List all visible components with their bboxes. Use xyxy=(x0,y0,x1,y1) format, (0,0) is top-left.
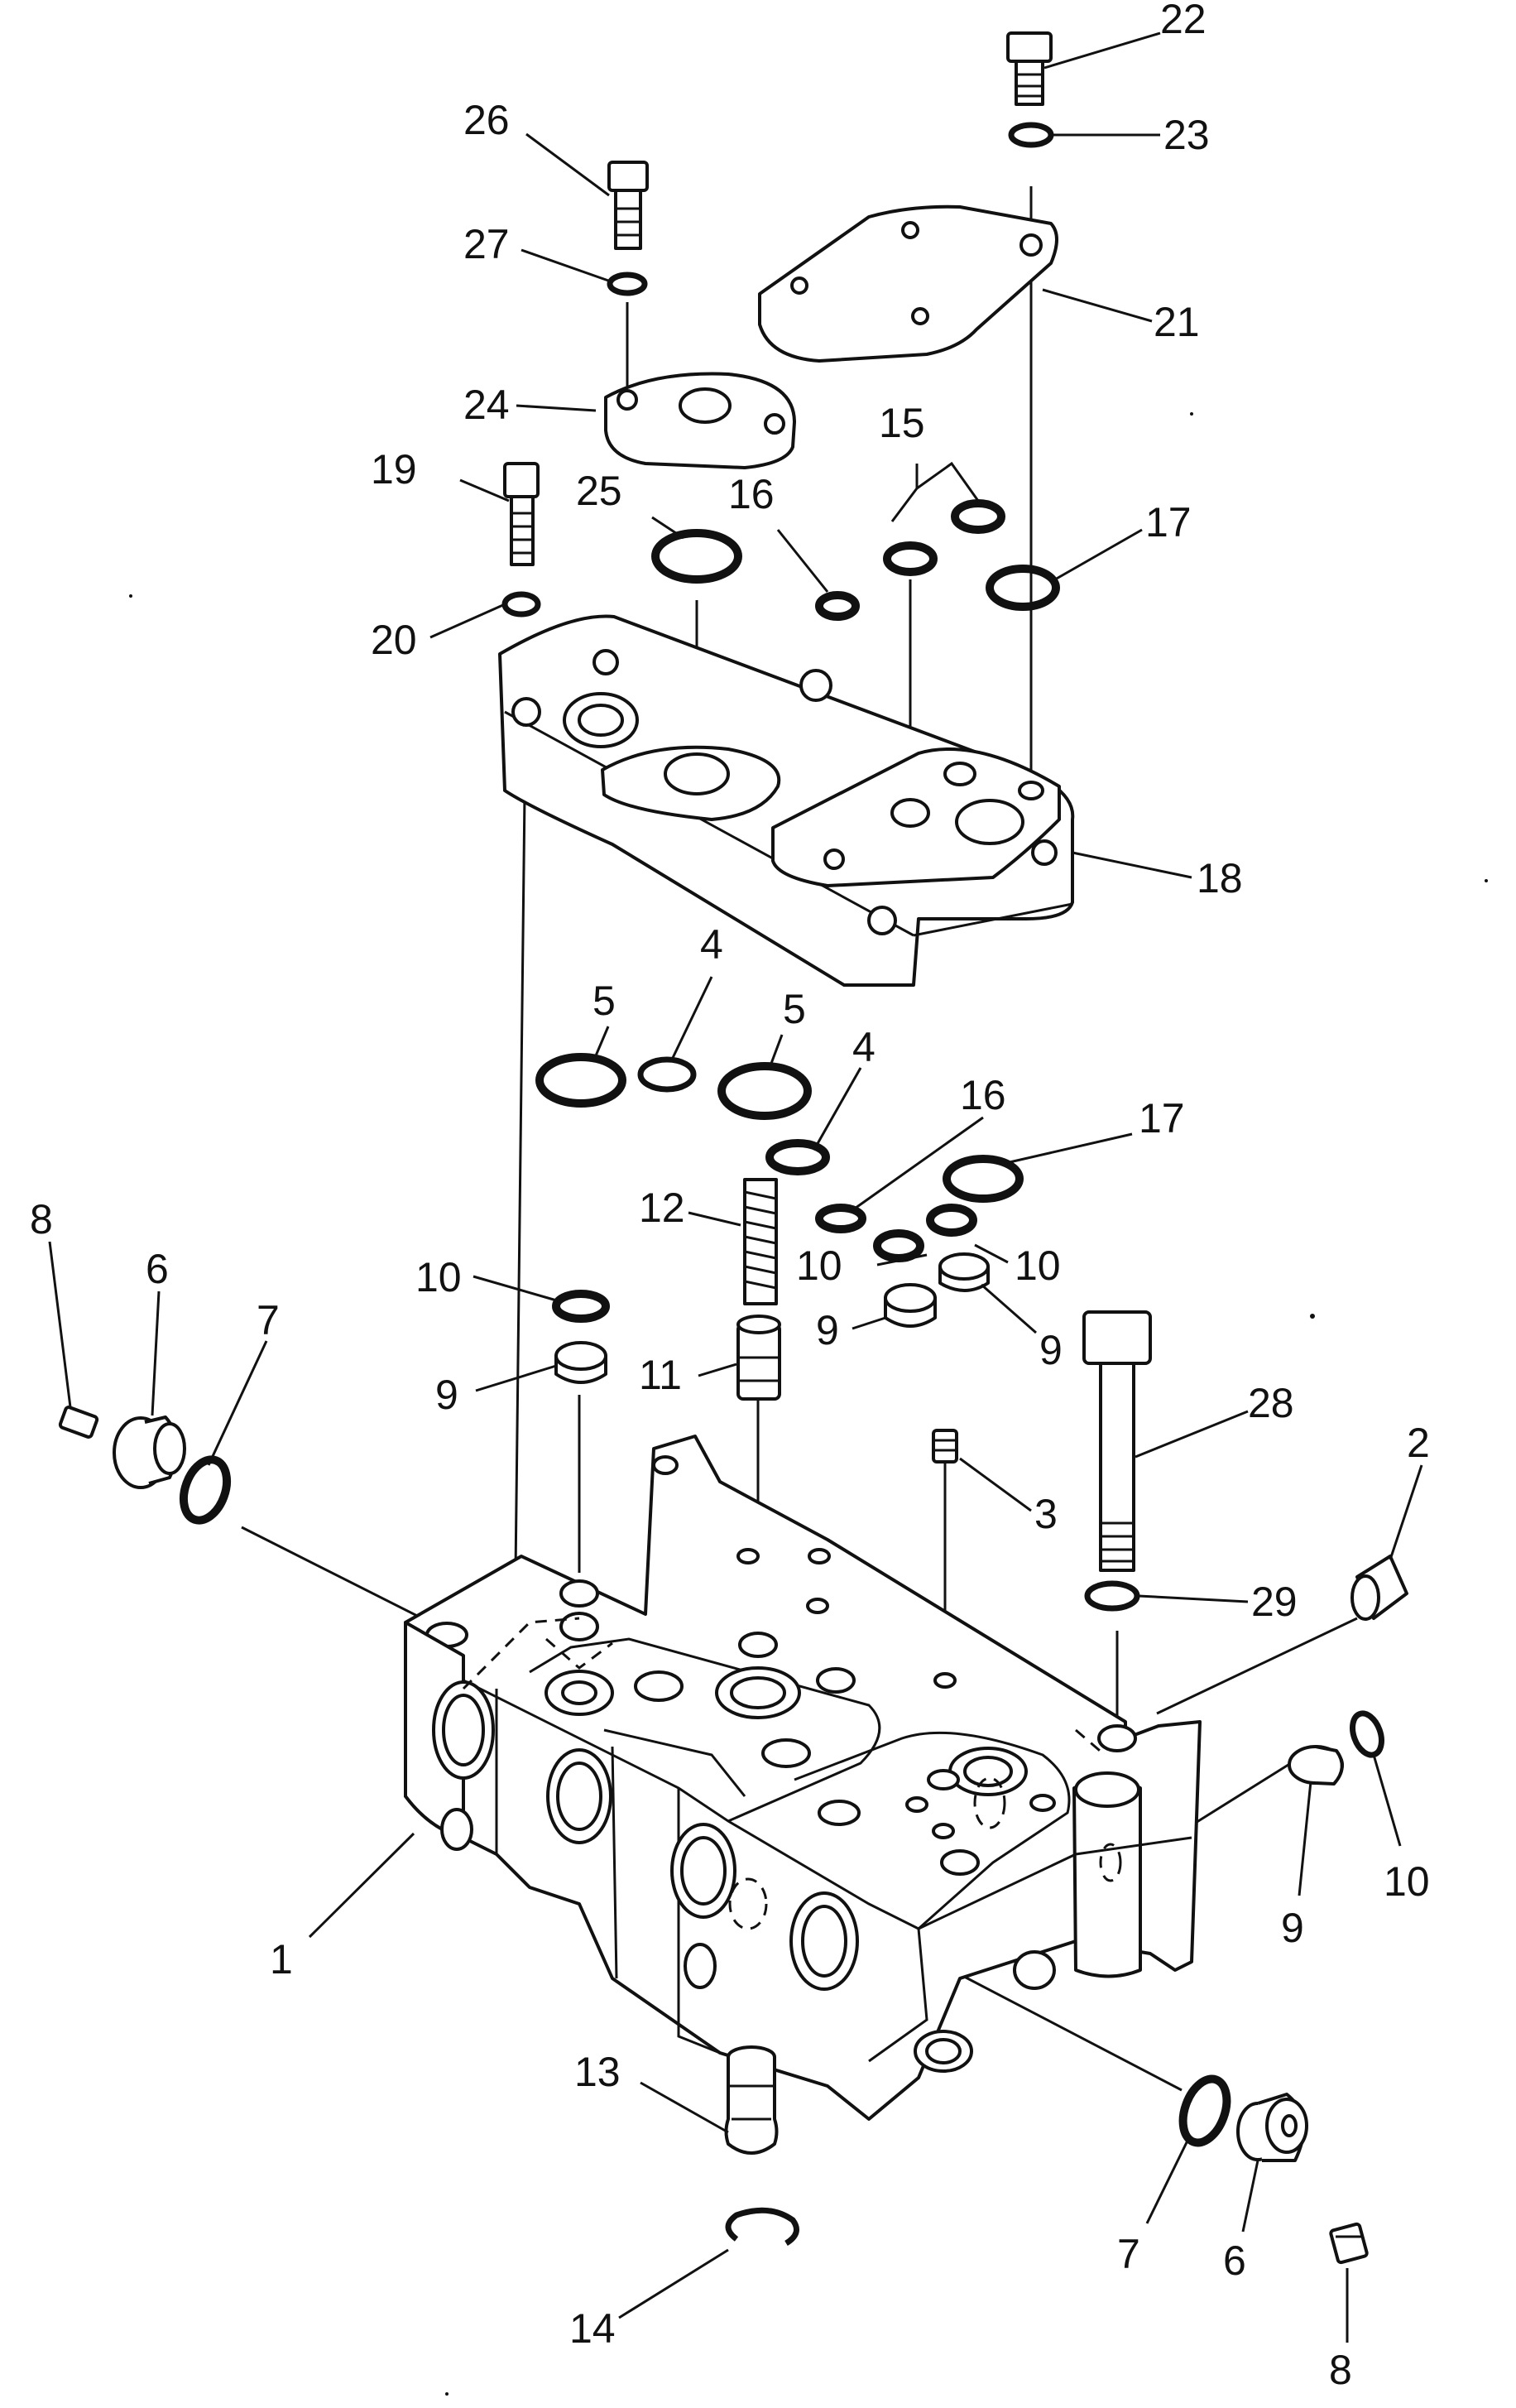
cover-18 xyxy=(498,614,1075,987)
fitting-3 xyxy=(932,1429,958,1464)
oring-7b xyxy=(1178,2074,1231,2147)
washer-27 xyxy=(607,272,648,296)
valve-body-1 xyxy=(404,1435,1202,2121)
callout-6a: 6 xyxy=(146,1246,169,1292)
callout-8b: 8 xyxy=(1329,2347,1352,2393)
callout-16a: 16 xyxy=(728,471,775,517)
oring-16a xyxy=(815,591,860,621)
callout-3: 3 xyxy=(1034,1491,1058,1537)
oring-10c xyxy=(873,1229,924,1262)
bolt-28 xyxy=(1082,1310,1152,1572)
callout-10d: 10 xyxy=(1384,1858,1430,1905)
plug-9b xyxy=(884,1283,937,1328)
plug-2 xyxy=(1350,1555,1408,1621)
callout-29: 29 xyxy=(1251,1579,1298,1625)
fitting-8a xyxy=(58,1406,99,1439)
callout-27: 27 xyxy=(463,221,510,267)
plug-6a xyxy=(113,1415,186,1489)
callout-15: 15 xyxy=(879,400,925,446)
oring-7a xyxy=(179,1455,232,1525)
oring-10b xyxy=(926,1204,977,1237)
callout-10c: 10 xyxy=(1015,1242,1061,1289)
callout-19: 19 xyxy=(371,446,417,493)
washer-20 xyxy=(501,591,541,618)
callout-12: 12 xyxy=(639,1185,685,1231)
oring-10d xyxy=(1350,1710,1384,1758)
valve-11 xyxy=(736,1315,781,1401)
oring-4b xyxy=(765,1139,830,1175)
callout-20: 20 xyxy=(371,617,417,663)
plug-6b xyxy=(1236,2093,1308,2162)
callout-labels: 22 23 26 27 21 24 15 19 25 16 17 20 18 4… xyxy=(30,0,1430,2393)
oring-5a xyxy=(535,1053,626,1108)
oring-15b xyxy=(883,541,938,576)
callout-17b: 17 xyxy=(1139,1095,1185,1142)
snap-ring-14 xyxy=(725,2207,799,2247)
oring-10a xyxy=(552,1290,610,1323)
callout-26: 26 xyxy=(463,97,510,143)
scan-speckles xyxy=(129,412,1488,2396)
fitting-8b xyxy=(1329,2222,1369,2265)
callout-28: 28 xyxy=(1248,1380,1294,1426)
cover-plate-21 xyxy=(758,204,1058,363)
callout-18: 18 xyxy=(1197,855,1243,901)
callout-2: 2 xyxy=(1407,1420,1430,1466)
oring-17a xyxy=(986,565,1060,611)
oring-16b xyxy=(815,1204,866,1233)
spring-12 xyxy=(743,1178,778,1305)
callout-4a: 4 xyxy=(700,921,723,968)
callout-23: 23 xyxy=(1163,112,1210,158)
oring-4a xyxy=(637,1056,697,1093)
callout-24: 24 xyxy=(463,382,510,428)
oring-17b xyxy=(943,1155,1024,1203)
oring-15a xyxy=(951,499,1005,534)
callout-13: 13 xyxy=(574,2049,621,2095)
callout-5b: 5 xyxy=(783,986,806,1032)
callout-21: 21 xyxy=(1154,299,1200,345)
bolt-26 xyxy=(607,161,649,250)
callout-17a: 17 xyxy=(1145,499,1192,546)
callout-7a: 7 xyxy=(257,1297,280,1343)
washer-23 xyxy=(1008,122,1054,148)
callout-4b: 4 xyxy=(852,1024,876,1070)
callout-9d: 9 xyxy=(1281,1905,1304,1951)
washer-29 xyxy=(1084,1580,1140,1612)
callout-1: 1 xyxy=(270,1936,293,1983)
callout-9a: 9 xyxy=(435,1372,458,1418)
flange-24 xyxy=(604,372,796,469)
oring-25 xyxy=(651,529,742,584)
plug-9d xyxy=(1288,1745,1344,1786)
callout-10b: 10 xyxy=(796,1242,842,1289)
callout-8a: 8 xyxy=(30,1196,53,1242)
valve-13 xyxy=(724,2045,779,2155)
callout-16b: 16 xyxy=(960,1072,1006,1118)
oring-5b xyxy=(717,1062,812,1120)
callout-10a: 10 xyxy=(415,1254,462,1300)
callout-leaders xyxy=(48,31,1423,2343)
callout-11: 11 xyxy=(639,1352,682,1398)
callout-25: 25 xyxy=(576,468,622,514)
callout-14: 14 xyxy=(569,2305,616,2352)
callout-9b: 9 xyxy=(816,1307,839,1353)
callout-9c: 9 xyxy=(1039,1327,1063,1373)
callout-7b: 7 xyxy=(1117,2231,1140,2277)
plug-9c xyxy=(938,1252,990,1292)
callout-6b: 6 xyxy=(1223,2237,1246,2284)
bolt-22 xyxy=(1006,31,1053,106)
plug-9a xyxy=(554,1341,607,1384)
bolt-19 xyxy=(503,462,540,566)
callout-22: 22 xyxy=(1160,0,1207,42)
callout-5a: 5 xyxy=(592,978,616,1024)
